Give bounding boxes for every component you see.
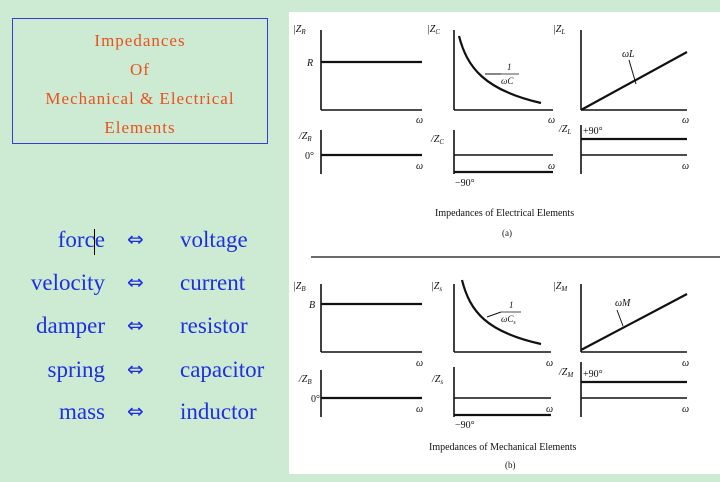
zm-mag-curve: [580, 293, 688, 351]
phase-zero-a: 0°: [305, 151, 314, 162]
analogy-mechanical: velocity: [30, 270, 105, 295]
double-arrow-icon: ⇔: [127, 227, 144, 251]
double-arrow-icon: ⇔: [127, 313, 144, 337]
figure-lines: [311, 30, 720, 417]
omega-axis-4: ω: [416, 161, 423, 172]
omega-axis-12: ω: [682, 404, 689, 415]
omega-c-label: ωC: [501, 76, 514, 86]
omega-axis-8: ω: [546, 358, 553, 369]
analogy-electrical: resistor: [180, 313, 248, 338]
zr-mag-label: |ZR: [293, 24, 306, 36]
zs-pointer-line: [486, 311, 502, 318]
omega-axis-1: ω: [416, 115, 423, 126]
phase-plus90-b: +90°: [583, 369, 603, 380]
title-line-1: Impedances: [94, 31, 186, 50]
omega-axis-5: ω: [548, 161, 555, 172]
zm-mag-label: |ZM: [553, 281, 568, 293]
analogy-mechanical: spring: [47, 357, 106, 382]
analogy-row-force-voltage: force ⇔ voltage: [0, 227, 300, 267]
analogy-electrical: capacitor: [180, 357, 265, 382]
analogy-mechanical: mass: [59, 399, 105, 424]
zr-phase-label: /ZR: [298, 131, 312, 143]
text-cursor: [94, 229, 95, 255]
impedance-figure: |ZR |ZC |ZL R 1 ωC ωL ω ω ω /ZR /ZC /ZL …: [289, 12, 720, 474]
zl-phase-label: /ZL: [558, 124, 571, 136]
omega-axis-9: ω: [682, 358, 689, 369]
electrical-labels: |ZR |ZC |ZL R 1 ωC ωL ω ω ω /ZR /ZC /ZL …: [293, 24, 689, 238]
zm-pointer-line: [616, 309, 624, 327]
electrical-caption: Impedances of Electrical Elements: [435, 208, 574, 219]
omega-cs-label: ωCs: [501, 314, 516, 326]
omega-axis-10: ω: [416, 404, 423, 415]
title-box: Impedances Of Mechanical & Electrical El…: [12, 18, 268, 144]
analogy-electrical: voltage: [180, 227, 248, 252]
analogy-row-mass-inductor: mass ⇔ inductor: [0, 399, 300, 439]
zb-mag-label: |ZB: [293, 281, 306, 293]
phase-plus90-a: +90°: [583, 126, 603, 137]
omega-m-label: ωM: [615, 298, 631, 309]
zl-pointer-line: [628, 59, 637, 85]
omega-axis-7: ω: [416, 358, 423, 369]
zb-phase-label: /ZB: [298, 374, 312, 386]
zs-mag-curve: [460, 279, 542, 346]
impedance-figure-svg: |ZR |ZC |ZL R 1 ωC ωL ω ω ω /ZR /ZC /ZL …: [293, 24, 720, 470]
analogy-electrical: inductor: [180, 399, 257, 424]
mechanical-caption: Impedances of Mechanical Elements: [429, 442, 577, 453]
b-value-label: B: [309, 300, 315, 311]
zc-phase-label: /ZC: [430, 134, 444, 146]
analogy-mechanical: damper: [36, 313, 105, 338]
omega-axis-11: ω: [546, 404, 553, 415]
one-over-label-b: 1: [509, 300, 514, 310]
zl-mag-curve: [580, 51, 688, 111]
electrical-sub: (a): [502, 228, 512, 238]
title-line-2: Of: [130, 60, 150, 79]
analogy-electrical: current: [180, 270, 246, 295]
zs-phase-label: /Zs: [431, 374, 443, 386]
analogy-row-damper-resistor: damper ⇔ resistor: [0, 313, 300, 353]
zc-mag-label: |ZC: [427, 24, 440, 36]
zm-phase-label: /ZM: [558, 367, 574, 379]
r-value-label: R: [306, 58, 313, 69]
mechanical-sub: (b): [505, 460, 516, 470]
double-arrow-icon: ⇔: [127, 399, 144, 423]
double-arrow-icon: ⇔: [127, 270, 144, 294]
title-line-3: Mechanical & Electrical: [45, 89, 235, 108]
one-over-label: 1: [507, 62, 512, 72]
omega-l-label: ωL: [622, 49, 635, 60]
mechanical-labels: |ZB |Zs |ZM B 1 ωCs ωM ω ω ω /ZB /Zs /ZM…: [293, 281, 689, 470]
phase-zero-b: 0°: [311, 394, 320, 405]
phase-minus90-a: −90°: [455, 178, 475, 189]
zs-mag-label: |Zs: [431, 281, 442, 293]
omega-axis-6: ω: [682, 161, 689, 172]
analogy-row-velocity-current: velocity ⇔ current: [0, 270, 300, 310]
omega-axis-3: ω: [682, 115, 689, 126]
zl-mag-label: |ZL: [553, 24, 565, 36]
analogy-mechanical: force: [57, 227, 105, 252]
zc-mag-curve: [457, 35, 542, 105]
title-line-4: Elements: [104, 118, 176, 137]
omega-axis-2: ω: [548, 115, 555, 126]
phase-minus90-b: −90°: [455, 420, 475, 431]
analogy-row-spring-capacitor: spring ⇔ capacitor: [0, 357, 300, 397]
double-arrow-icon: ⇔: [127, 357, 144, 381]
